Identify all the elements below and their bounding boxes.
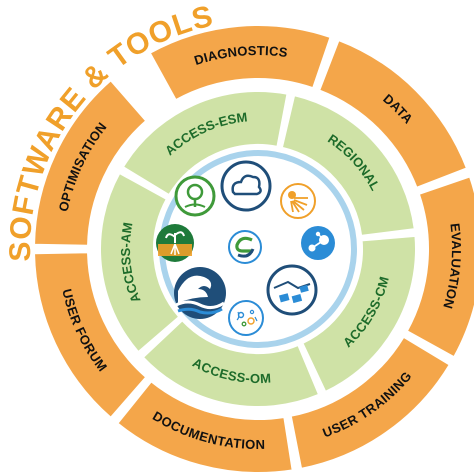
outer-segment-diagnostics: DIAGNOSTICS (148, 24, 332, 102)
outer-segment-data: DATA (317, 38, 469, 190)
inner-ring: ACCESS-ESMREGIONALACCESS-CMACCESS-OMACCE… (99, 90, 417, 408)
outer-segment-optimisation: OPTIMISATION (33, 78, 148, 247)
inner-segment-access-am: ACCESS-AM (99, 171, 181, 354)
outer-segment-shape (148, 24, 332, 102)
outer-segment-evaluation: EVALUATION (405, 175, 474, 359)
outer-segment-shape (115, 379, 294, 474)
inner-segment-shape (301, 234, 417, 394)
biogeochemistry-icon (228, 300, 264, 336)
outer-segment-shape (289, 335, 452, 470)
inner-segment-shape (280, 94, 416, 237)
inner-segment-shape (141, 318, 321, 408)
outer-segment-shape (317, 38, 469, 190)
center-hub (156, 149, 358, 349)
outer-segment-shape (33, 78, 148, 247)
outer-segment-documentation: DOCUMENTATION (115, 379, 294, 474)
sea-ice-icon (266, 264, 318, 316)
land-icon (174, 175, 216, 217)
sun-rays-icon (280, 183, 316, 219)
ocean-wave-icon (174, 267, 226, 319)
inner-segment-shape (121, 90, 289, 197)
inner-segment-shape (99, 171, 181, 354)
molecule-icon (301, 226, 335, 260)
inner-segment-access-om: ACCESS-OM (141, 318, 321, 408)
outer-segment-shape (33, 251, 148, 420)
coupler-icon (228, 230, 262, 264)
soil-plant-icon (156, 224, 194, 262)
cloud-icon (220, 160, 272, 212)
outer-segment-shape (405, 175, 474, 359)
